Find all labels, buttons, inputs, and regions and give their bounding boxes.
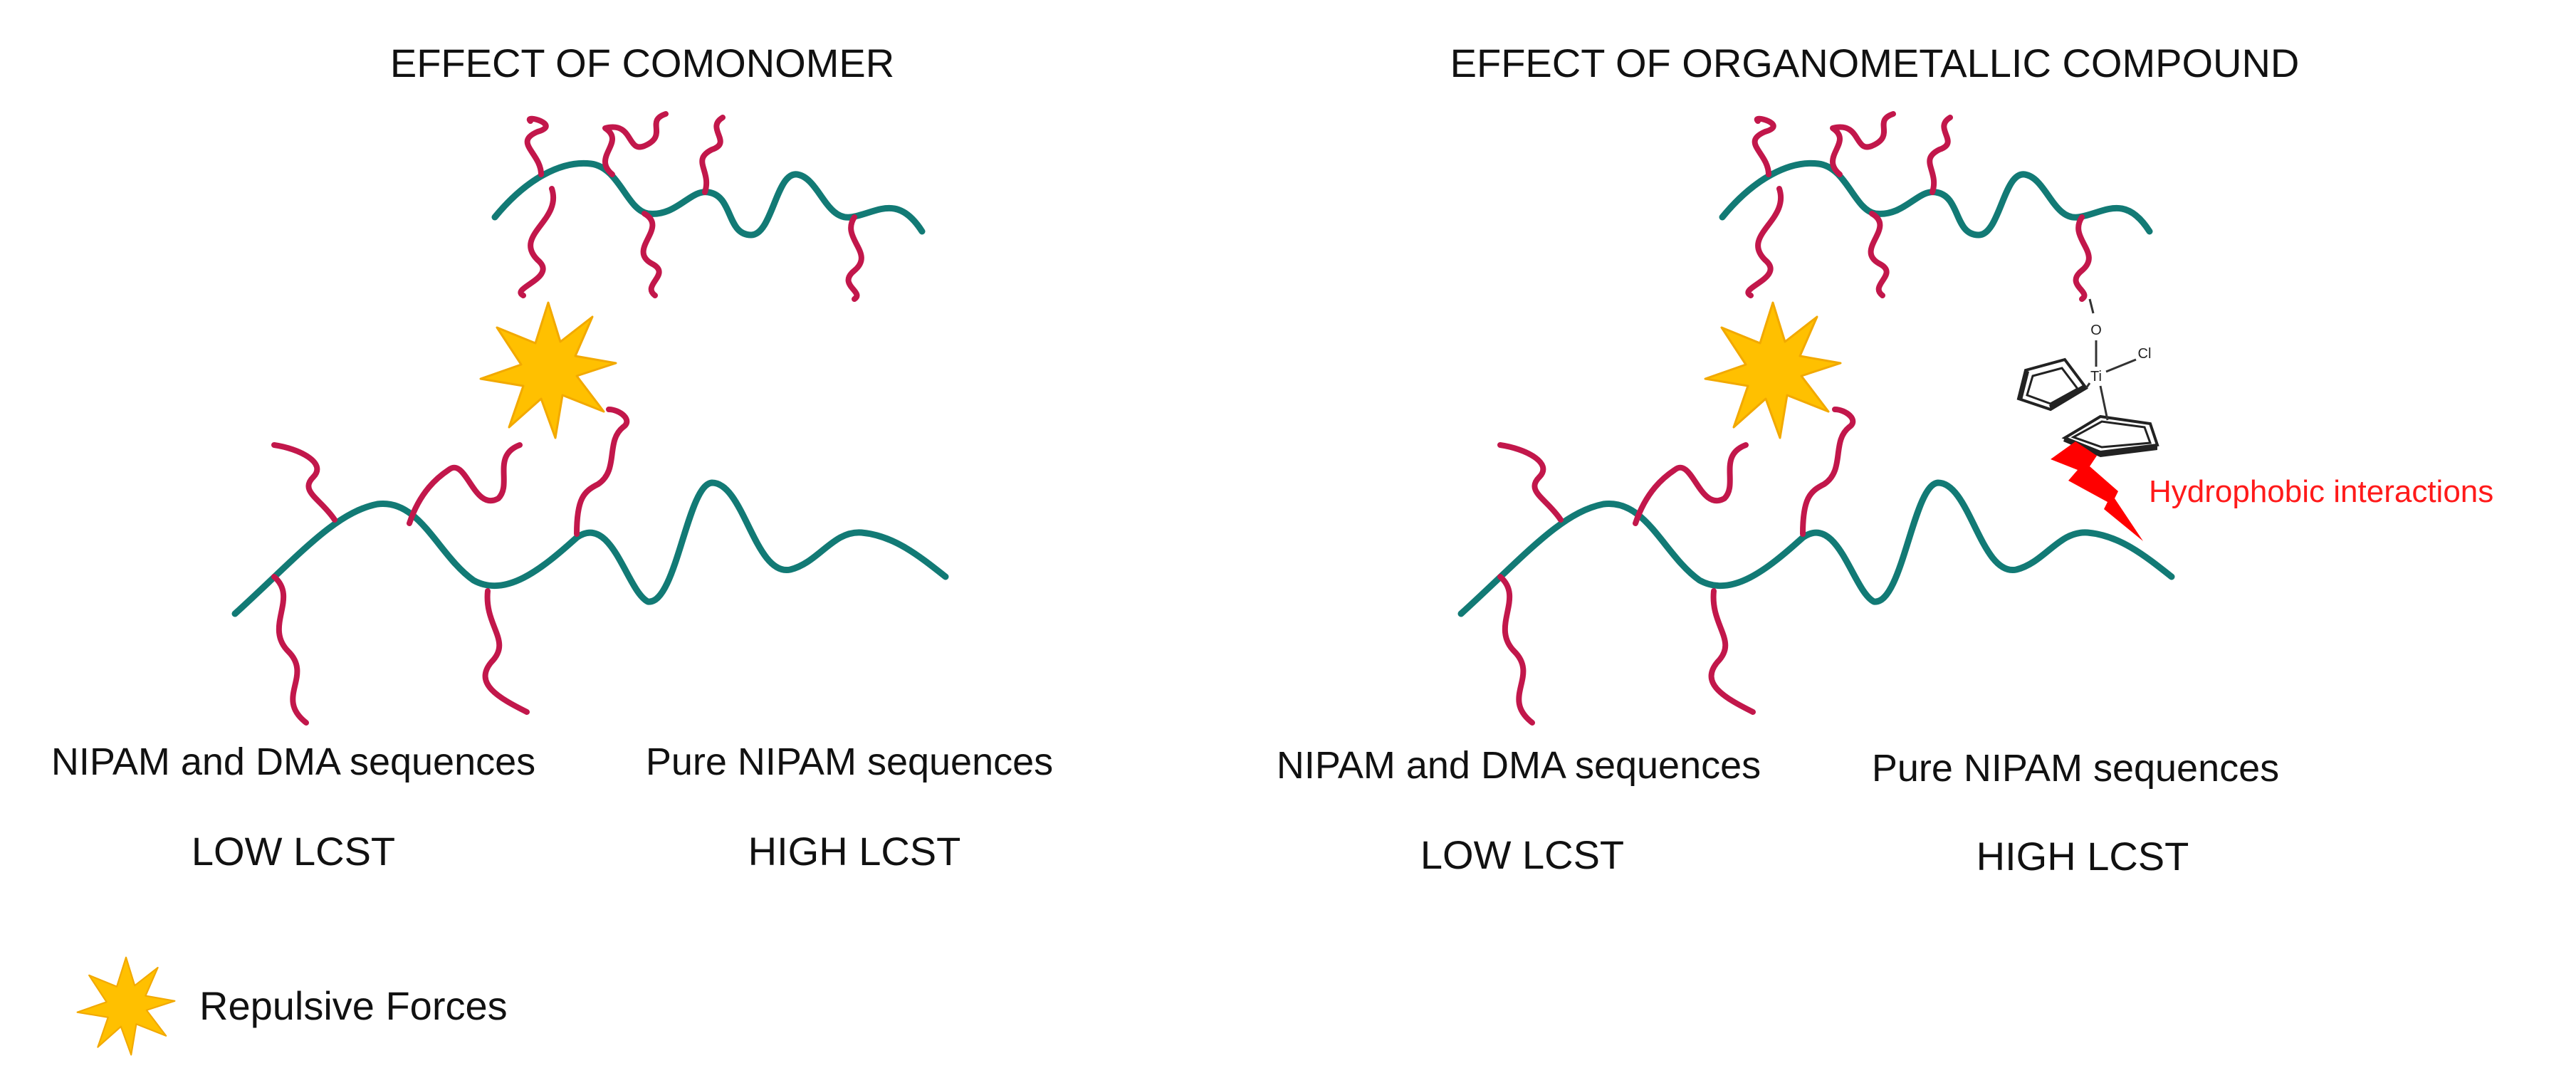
chain-backbone xyxy=(231,479,949,617)
chain-backbone xyxy=(491,159,926,239)
titanocene-structure-icon: O Ti Cl xyxy=(2016,298,2159,457)
side-chain xyxy=(1497,442,1564,523)
panel-organometallic: EFFECT OF ORGANOMETALLIC COMPOUND O Ti C… xyxy=(1277,41,2493,879)
side-chain xyxy=(1633,442,1749,526)
chlorine-atom-label: Cl xyxy=(2138,346,2152,362)
right-lcst-label: HIGH LCST xyxy=(748,829,961,874)
side-chain xyxy=(845,214,864,302)
left-lcst-label: LOW LCST xyxy=(192,829,395,874)
repulsive-force-star xyxy=(479,301,617,439)
side-chain xyxy=(1708,588,1756,715)
side-chain xyxy=(1927,115,1953,195)
side-chain xyxy=(2073,214,2092,302)
panel-title-organometallic: EFFECT OF ORGANOMETALLIC COMPOUND xyxy=(1450,41,2300,85)
side-chain xyxy=(1800,407,1856,537)
repulsive-force-star xyxy=(1704,301,1842,439)
oxygen-atom-label: O xyxy=(2090,323,2102,338)
lower-polymer-chain xyxy=(1457,407,2175,726)
cyclopentadienyl-ring xyxy=(2061,414,2159,457)
starburst-icon xyxy=(479,301,617,439)
side-chain xyxy=(482,588,530,715)
lower-polymer-chain xyxy=(231,407,949,726)
side-chain xyxy=(524,115,549,177)
cyclopentadienyl-ring xyxy=(2016,357,2088,412)
side-chain xyxy=(407,442,523,526)
upper-polymer-chain xyxy=(1719,111,2153,302)
right-sequence-label: Pure NIPAM sequences xyxy=(1872,747,2279,790)
starburst-icon xyxy=(1704,301,1842,439)
left-sequence-label: NIPAM and DMA sequences xyxy=(51,740,535,783)
side-chain xyxy=(518,186,556,298)
legend: Repulsive Forces xyxy=(76,956,508,1056)
side-chain xyxy=(271,574,309,726)
side-chain xyxy=(1752,115,1776,177)
lightning-bolt-icon xyxy=(2051,441,2143,541)
side-chain xyxy=(1868,211,1890,298)
right-lcst-label: HIGH LCST xyxy=(1976,834,2189,879)
legend-label: Repulsive Forces xyxy=(199,983,508,1028)
left-sequence-label: NIPAM and DMA sequences xyxy=(1277,744,1761,787)
side-chain xyxy=(574,407,630,537)
side-chain xyxy=(699,115,726,195)
starburst-icon xyxy=(76,956,176,1056)
hydrophobic-interactions-label: Hydrophobic interactions xyxy=(2149,474,2493,509)
side-chain xyxy=(1497,574,1535,726)
panel-title-comonomer: EFFECT OF COMONOMER xyxy=(390,41,894,85)
side-chain xyxy=(1745,186,1784,298)
upper-polymer-chain xyxy=(491,111,926,302)
chain-backbone xyxy=(1457,479,2175,617)
side-chain xyxy=(1830,111,1896,177)
side-chain xyxy=(640,211,662,298)
chain-backbone xyxy=(1719,159,2153,239)
titanium-atom-label: Ti xyxy=(2090,369,2102,384)
side-chain xyxy=(602,111,669,177)
side-chain xyxy=(271,442,337,523)
panel-comonomer: EFFECT OF COMONOMER NIPAM and DMA sequen… xyxy=(51,41,1053,874)
right-sequence-label: Pure NIPAM sequences xyxy=(646,740,1053,783)
left-lcst-label: LOW LCST xyxy=(1420,832,1624,877)
